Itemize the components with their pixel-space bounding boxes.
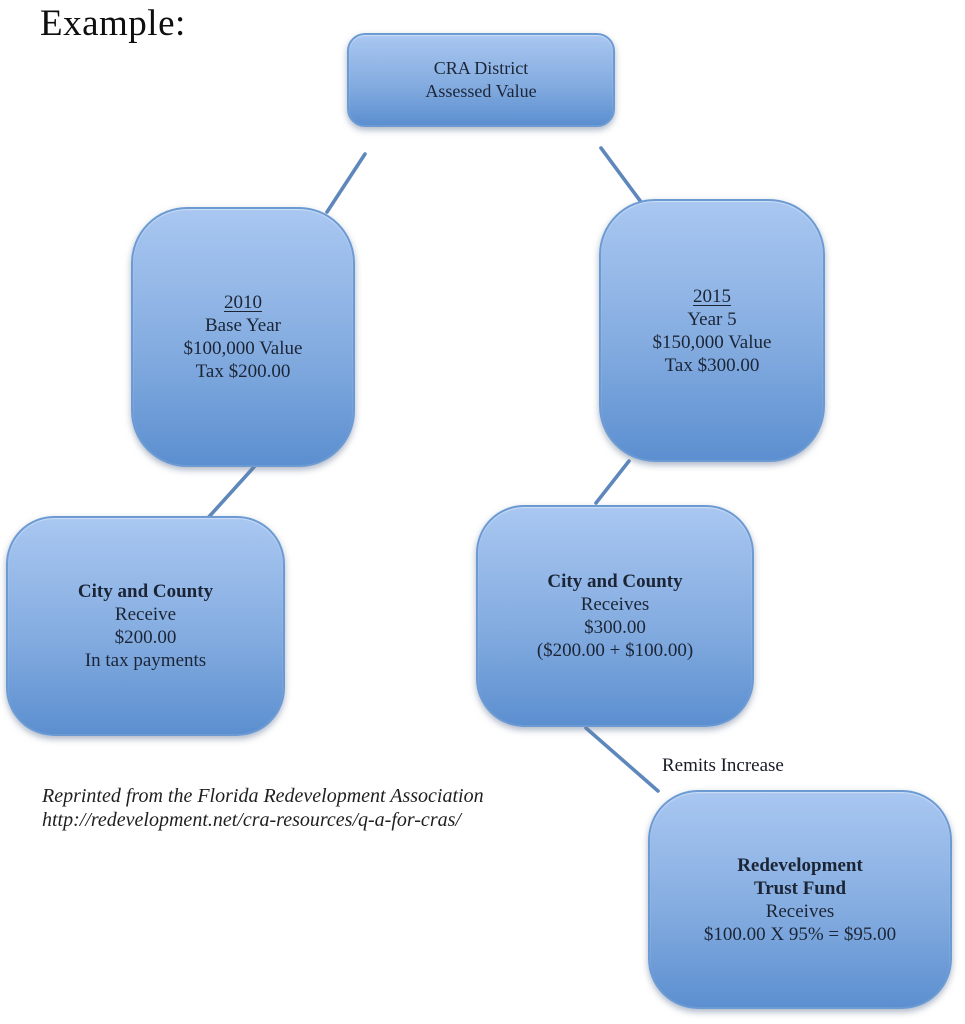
connector-cra-to-2015 [599,146,643,204]
node-line: $150,000 Value [652,331,772,353]
node-city-county-receives: City and County Receives $300.00 ($200.0… [476,505,754,727]
node-2015-year-5: 2015 Year 5 $150,000 Value Tax $300.00 [599,199,825,462]
node-line: $200.00 [114,627,177,648]
node-redevelopment-trust-fund: Redevelopment Trust Fund Receives $100.0… [648,790,952,1009]
node-text: City and County Receive $200.00 In tax p… [78,580,213,672]
node-line: Base Year [204,315,281,336]
node-line: Year 5 [687,308,737,330]
node-heading: City and County [547,571,683,592]
citation: Reprinted from the Florida Redevelopment… [42,784,484,832]
node-line: Receives [765,900,835,922]
node-2010-base-year: 2010 Base Year $100,000 Value Tax $200.0… [131,207,355,467]
node-line: CRA District [433,58,529,78]
node-line: ($200.00 + $100.00) [536,640,694,661]
citation-line: http://redevelopment.net/cra-resources/q… [42,809,461,831]
node-text: Redevelopment Trust Fund Receives $100.0… [704,854,896,946]
node-line: Tax $200.00 [195,361,291,382]
citation-line: Reprinted from the Florida Redevelopment… [42,785,484,807]
node-line: Receive [114,604,177,625]
node-text: 2015 Year 5 $150,000 Value Tax $300.00 [653,285,772,377]
node-text: CRA District Assessed Value [425,57,536,103]
connector-cra-to-2010 [325,152,367,214]
node-year-underlined: 2010 [223,292,262,313]
node-cra-district-assessed-value: CRA District Assessed Value [347,33,615,127]
node-heading: Trust Fund [753,877,847,899]
connector-2010-to-city-county-left [205,465,256,521]
node-year-underlined: 2015 [692,285,731,307]
node-text: City and County Receives $300.00 ($200.0… [537,570,693,662]
node-heading: City and County [77,581,214,602]
node-line: $300.00 [584,617,646,638]
node-line: In tax payments [84,650,207,671]
node-line: Receives [580,594,650,615]
node-line: Assessed Value [425,81,537,101]
node-line: Tax $300.00 [664,354,760,376]
node-line: $100,000 Value [183,338,303,359]
page-title: Example: [40,3,186,44]
connector-2015-to-city-county-right [594,459,631,505]
node-line: $100.00 X 95% = $95.00 [703,923,897,945]
node-text: 2010 Base Year $100,000 Value Tax $200.0… [184,291,303,383]
connector-city-county-right-to-trust-fund [584,726,660,793]
node-city-county-receive: City and County Receive $200.00 In tax p… [6,516,285,736]
remits-increase-label: Remits Increase [662,755,784,776]
node-heading: Redevelopment [737,854,863,876]
